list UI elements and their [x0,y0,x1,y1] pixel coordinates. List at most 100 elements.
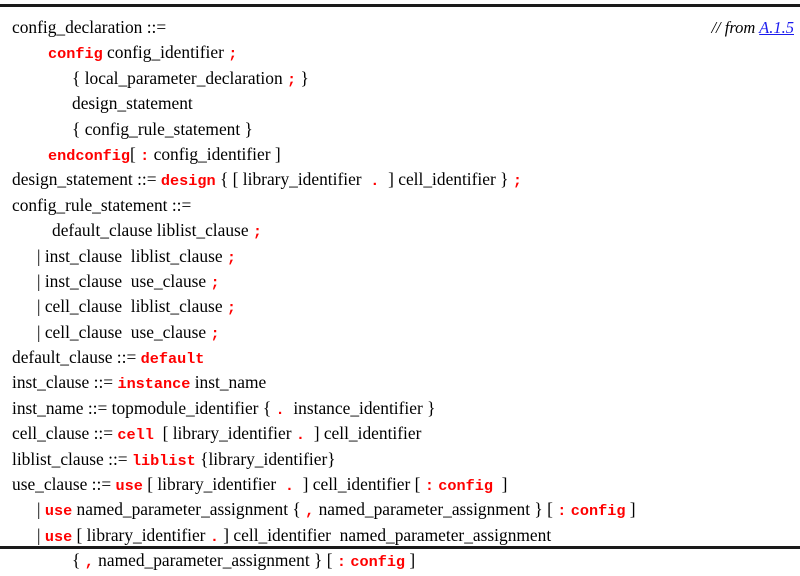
plain-token: | [37,499,45,520]
punctuation-token: , [305,502,315,521]
grammar-line-config_declaration_3: design_statement [0,91,800,116]
plain-token: | inst_clause liblist_clause [37,245,227,266]
punctuation-token: : [557,502,567,521]
grammar-line-config_declaration_5: endconfig[ : config_identifier ] [0,142,800,167]
keyword-token: design [160,172,216,191]
plain-token: | inst_clause use_clause [37,270,211,291]
keyword-token: config [48,45,103,64]
keyword-token: use [44,527,73,546]
keyword-token: use [44,502,73,521]
bottom-divider-rule [0,546,800,549]
plain-token: instance_identifier } [284,397,436,418]
keyword-token: liblist [131,451,196,470]
plain-token: use_clause ::= [12,474,116,495]
top-divider-rule [0,4,800,7]
grammar-line-config_declaration_4: { config_rule_statement } [0,117,800,142]
punctuation-token: . [370,172,380,191]
grammar-line-use_clause_4: { , named_parameter_assignment } [ : con… [0,548,800,573]
grammar-line-use_clause_1: use_clause ::= use [ library_identifier … [0,472,800,497]
grammar-line-config_rule_statement_head: config_rule_statement ::= [0,193,800,218]
plain-token: inst_name ::= topmodule_identifier { [12,397,276,418]
punctuation-token: . [209,527,219,546]
plain-token: [ library_identifier [72,524,210,545]
plain-token: design_statement ::= [12,169,161,190]
punctuation-token: . [284,477,294,496]
grammar-line-config_rule_statement_4: | cell_clause liblist_clause ; [0,294,800,319]
plain-token: named_parameter_assignment } [ [93,550,337,571]
grammar-line-default_clause: default_clause ::= default [0,345,800,370]
plain-token: | [37,524,45,545]
annotation-prefix: // from [711,18,760,37]
punctuation-token: . [275,400,285,419]
plain-token: named_parameter_assignment { [72,499,306,520]
grammar-line-config_rule_statement_5: | cell_clause use_clause ; [0,320,800,345]
plain-token: default_clause ::= [12,347,141,368]
plain-token: inst_clause ::= [12,372,118,393]
plain-token: liblist_clause ::= [12,448,132,469]
grammar-line-inst_name: inst_name ::= topmodule_identifier { . i… [0,396,800,421]
grammar-line-config_declaration_head: config_declaration ::= [0,15,800,40]
plain-token: ] [492,474,508,495]
keyword-token: default [140,350,205,369]
plain-token: design_statement [72,93,193,114]
plain-token: config_rule_statement ::= [12,194,192,215]
plain-token: | cell_clause liblist_clause [37,296,227,317]
plain-token: { local_parameter_declaration [72,67,287,88]
keyword-token: config [438,477,493,496]
plain-token: {library_identifier} [195,448,336,469]
grammar-line-design_statement: design_statement ::= design { [ library_… [0,167,800,192]
plain-token: config_identifier [102,42,229,63]
punctuation-token: ; [210,273,220,292]
keyword-token: config [570,502,626,521]
punctuation-token: ; [252,223,263,242]
punctuation-token: : [336,553,346,572]
plain-token: ] cell_identifier [305,423,422,444]
plain-token: [ [130,143,141,164]
grammar-line-config_declaration_2: { local_parameter_declaration ; } [0,66,800,91]
plain-token: inst_name [190,372,267,393]
cross-reference-annotation: // from A.1.5 [711,15,794,40]
plain-token: ] [405,550,416,571]
plain-token: { [ library_identifier [215,169,371,190]
plain-token: { [72,550,85,571]
plain-token: config_identifier ] [149,143,281,164]
punctuation-token: ; [287,70,297,89]
section-xref-link[interactable]: A.1.5 [759,18,794,37]
keyword-token: config [350,553,406,572]
grammar-line-use_clause_3: | use [ library_identifier . ] cell_iden… [0,523,800,548]
punctuation-token: ; [228,45,238,64]
punctuation-token: ; [210,324,220,343]
grammar-line-use_clause_2: | use named_parameter_assignment { , nam… [0,497,800,522]
keyword-token: cell [117,426,154,445]
punctuation-token: : [140,146,150,165]
keyword-token: endconfig [48,146,131,165]
punctuation-token: ; [226,248,237,267]
plain-token: ] [625,499,636,520]
plain-token: | cell_clause use_clause [37,321,211,342]
grammar-line-config_rule_statement_2: | inst_clause liblist_clause ; [0,244,800,269]
plain-token: [ library_identifier [153,423,296,444]
grammar-line-liblist_clause: liblist_clause ::= liblist {library_iden… [0,447,800,472]
grammar-line-config_rule_statement_3: | inst_clause use_clause ; [0,269,800,294]
plain-token: ] cell_identifier [ [293,474,425,495]
grammar-production-list: config_declaration ::=config config_iden… [0,15,800,574]
plain-token: { config_rule_statement } [72,118,253,139]
keyword-token: use [115,477,143,496]
plain-token: named_parameter_assignment } [ [314,499,558,520]
plain-token: ] cell_identifier } [379,169,513,190]
punctuation-token: , [84,553,94,572]
keyword-token: instance [117,375,191,394]
bnf-grammar-page: // from A.1.5 config_declaration ::=conf… [0,4,800,572]
punctuation-token: ; [226,299,237,318]
plain-token: } [296,67,309,88]
plain-token: [ library_identifier [142,474,285,495]
grammar-line-config_rule_statement_1: default_clause liblist_clause ; [0,218,800,243]
plain-token: ] cell_identifier named_parameter_assign… [218,524,552,545]
punctuation-token: ; [512,172,522,191]
punctuation-token: . [295,426,305,445]
grammar-line-inst_clause: inst_clause ::= instance inst_name [0,370,800,395]
grammar-line-config_declaration_1: config config_identifier ; [0,40,800,65]
grammar-line-cell_clause: cell_clause ::= cell [ library_identifie… [0,421,800,446]
plain-token: cell_clause ::= [12,423,118,444]
punctuation-token: : [424,477,434,496]
